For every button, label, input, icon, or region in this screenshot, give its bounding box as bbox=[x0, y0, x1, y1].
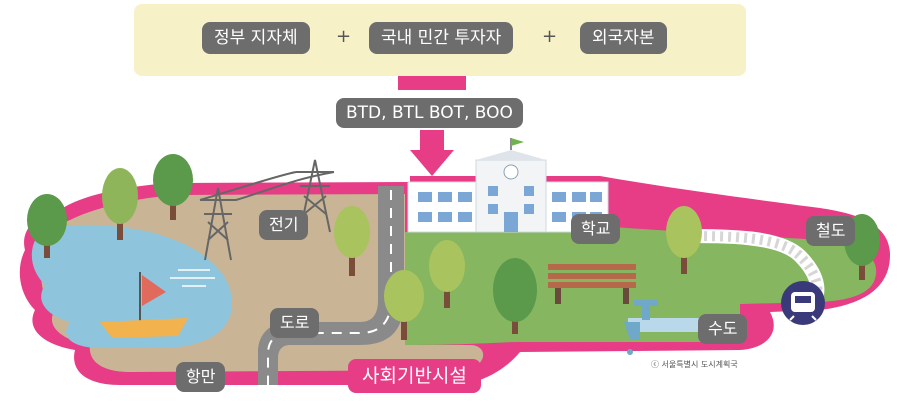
funding-source-foreign-capital: 외국자본 bbox=[580, 22, 667, 54]
tree bbox=[102, 168, 138, 240]
tree bbox=[153, 154, 193, 220]
tree bbox=[27, 194, 67, 258]
funding-source-government: 정부 지자체 bbox=[202, 22, 310, 54]
power-tower-icon bbox=[199, 159, 335, 261]
down-arrow-icon bbox=[398, 76, 466, 176]
tree bbox=[384, 270, 424, 340]
tree bbox=[493, 258, 537, 334]
label-water-supply: 수도 bbox=[698, 314, 748, 344]
trees bbox=[27, 154, 880, 340]
plus-sign: + bbox=[336, 26, 352, 47]
label-railway: 철도 bbox=[806, 216, 856, 246]
label-harbor: 항만 bbox=[176, 362, 226, 392]
train-icon bbox=[781, 281, 825, 325]
image-credit: ⓒ 서울특별시 도시계획국 bbox=[651, 360, 738, 369]
tree bbox=[666, 206, 702, 274]
bench-icon bbox=[548, 264, 636, 304]
tree bbox=[429, 240, 465, 308]
sailboat-icon bbox=[100, 272, 188, 338]
road-markings bbox=[267, 190, 392, 385]
investment-method-label: BTD, BTL BOT, BOO bbox=[336, 98, 523, 128]
label-road: 도로 bbox=[270, 308, 320, 338]
wave-lines bbox=[170, 269, 215, 287]
plus-sign: + bbox=[542, 26, 558, 47]
lake-water bbox=[31, 224, 233, 348]
funding-source-domestic-investors: 국내 민간 투자자 bbox=[369, 22, 514, 54]
label-electricity: 전기 bbox=[259, 210, 309, 240]
water-tap-icon bbox=[624, 300, 708, 355]
main-title: 사회기반시설 bbox=[348, 359, 481, 393]
label-school: 학교 bbox=[571, 214, 621, 244]
tree bbox=[334, 206, 370, 276]
